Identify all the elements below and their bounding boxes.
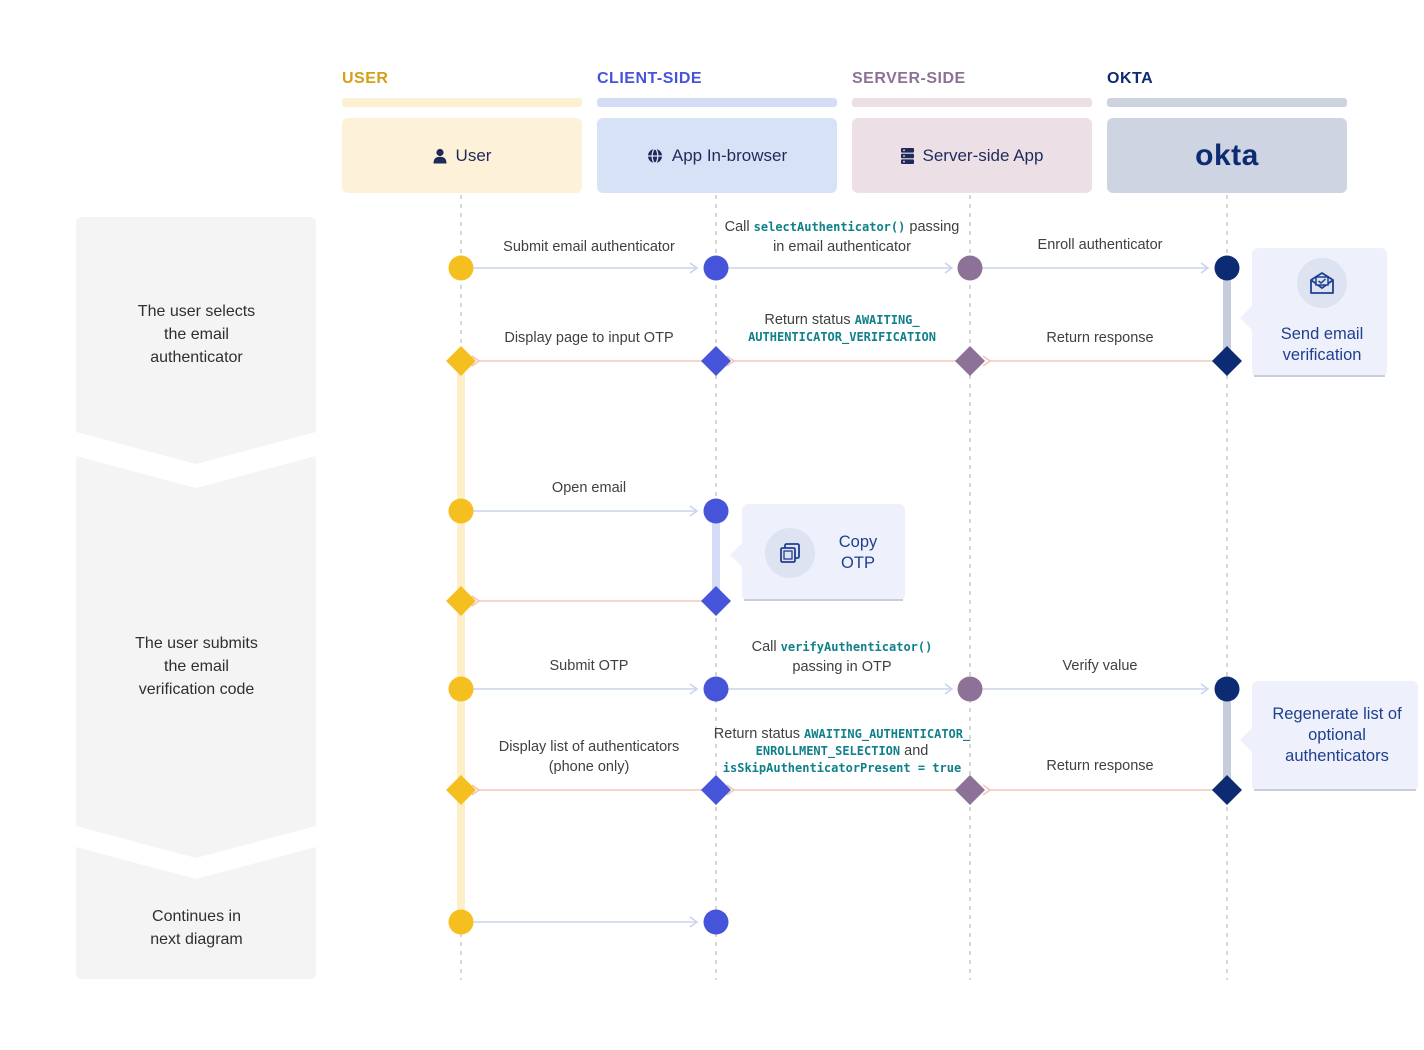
okta-activation-bar-2 [1223, 689, 1231, 789]
step-panel-3 [76, 847, 316, 979]
lane-label-client: App In-browser [671, 145, 788, 165]
note-regenerate-list: Regenerate list of optional authenticato… [1272, 705, 1402, 765]
copy-icon [765, 528, 815, 578]
lane-box-user: User [342, 118, 582, 193]
msg-verify-value: Verify value [1062, 658, 1138, 674]
lane-bar-client [597, 98, 837, 107]
step-label-1: The user selects the email authenticator [137, 303, 256, 366]
lane-title-user: USER [342, 70, 389, 87]
okta-logo: okta [1195, 138, 1259, 172]
lane-title-okta: OKTA [1107, 70, 1154, 87]
lane-bar-user [342, 98, 582, 107]
msg-return-response-1: Return response [1046, 330, 1154, 346]
msg-display-page-input-otp: Display page to input OTP [504, 330, 674, 346]
msg-enroll-authenticator: Enroll authenticator [1037, 237, 1163, 253]
note-copy-otp: Copy OTP [838, 533, 878, 572]
lane-box-client: App In-browser [597, 118, 837, 193]
lane-title-server: SERVER-SIDE [852, 70, 966, 87]
mail-icon [1297, 258, 1347, 308]
note-regenerate-shape [1240, 681, 1418, 791]
lane-bar-server [852, 98, 1092, 107]
lane-title-client: CLIENT-SIDE [597, 70, 703, 87]
globe-icon [647, 147, 663, 164]
msg-submit-otp: Submit OTP [549, 658, 629, 674]
lane-label-server: Server-side App [922, 145, 1044, 165]
msg-display-list-authenticators: Display list of authenticators(phone onl… [498, 739, 680, 775]
msg-return-status-enrollment-selection: Return status AWAITING_AUTHENTICATOR_ EN… [713, 726, 971, 775]
step-panel-1 [76, 217, 316, 464]
lane-label-user: User [455, 145, 492, 165]
msg-call-verify-authenticator: Call verifyAuthenticator() passing in OT… [751, 639, 933, 675]
msg-submit-email-authenticator: Submit email authenticator [503, 239, 675, 255]
person-icon [433, 148, 447, 164]
user-activation-bar [457, 362, 465, 922]
note-copy-otp-shape [730, 504, 905, 601]
lane-bar-okta [1107, 98, 1347, 107]
server-icon [900, 147, 914, 164]
note-send-email-shape [1240, 248, 1387, 377]
step-label-2: The user submits the email verification … [135, 635, 258, 698]
okta-activation-bar-1 [1223, 268, 1231, 360]
msg-return-response-2: Return response [1046, 758, 1154, 774]
note-send-email-verification: Send email verification [1280, 325, 1364, 364]
lane-box-server: Server-side App [852, 118, 1092, 193]
lane-box-okta: okta [1107, 118, 1347, 193]
msg-return-status-awaiting-verification: Return status AWAITING_ AUTHENTICATOR_VE… [748, 312, 936, 344]
step-label-3: Continues in next diagram [150, 908, 243, 948]
msg-open-email: Open email [551, 480, 627, 496]
client-activation-bar [712, 511, 720, 601]
msg-call-select-authenticator: Call selectAuthenticator() passing in em… [724, 219, 960, 255]
step-panel-2 [76, 456, 316, 858]
